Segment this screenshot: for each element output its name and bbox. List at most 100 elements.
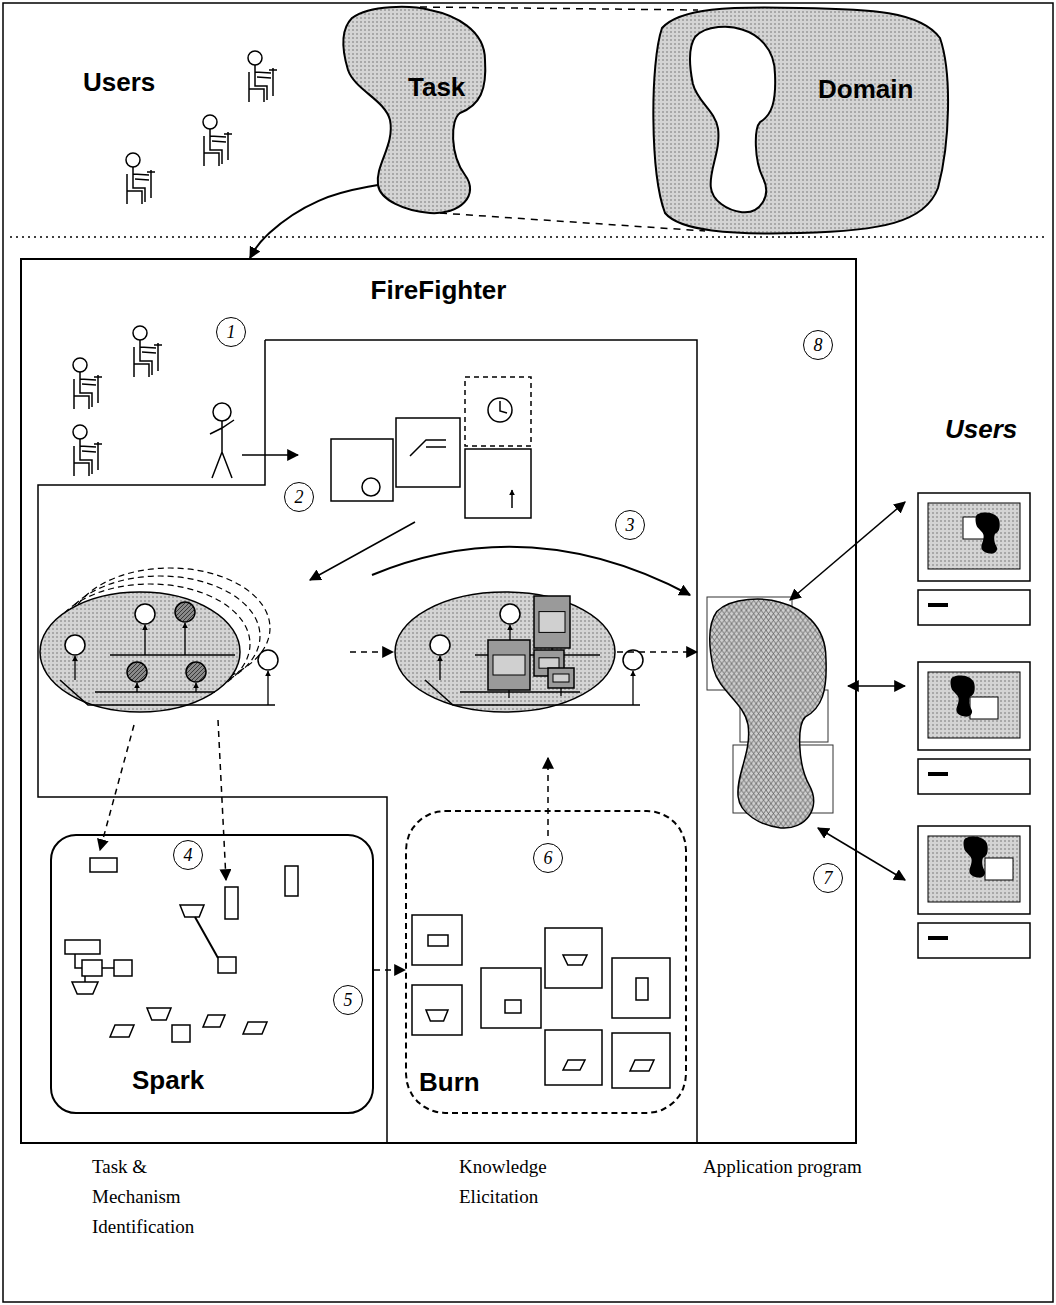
component-shape (172, 1025, 190, 1042)
component-shape (82, 960, 102, 976)
model-ellipse (40, 592, 240, 712)
knowledge-square (545, 928, 602, 988)
callout-number: 3 (615, 510, 645, 540)
flow-arrow (100, 725, 134, 850)
blob-shape (653, 7, 948, 233)
network-stem (144, 625, 145, 655)
keyboard (918, 923, 1030, 958)
knowledge-square (612, 958, 670, 1018)
callout-number: 5 (333, 985, 363, 1015)
flow-arrow (617, 651, 697, 653)
network-stem (439, 656, 440, 680)
monitor-frame (918, 662, 1030, 750)
component-shape (243, 1022, 267, 1034)
square-symbol (410, 440, 446, 456)
component-shape (563, 955, 587, 965)
component-shape (636, 978, 648, 1000)
flow-arrow (372, 547, 690, 595)
knowledge-square (412, 985, 462, 1035)
phase-caption: Knowledge Elicitation (459, 1152, 577, 1212)
group-label: Users (83, 68, 155, 98)
knowledge-box-inner (493, 655, 525, 675)
network-stem (267, 671, 268, 705)
monitor-screen (928, 836, 1020, 902)
task-square (465, 449, 531, 518)
knowledge-square (612, 1033, 670, 1088)
square-symbol (362, 478, 380, 496)
component-shape (225, 887, 238, 919)
figure-head (73, 358, 87, 372)
clock-symbol (488, 398, 512, 422)
seated-user-figure (203, 115, 232, 166)
keyboard (918, 759, 1030, 794)
figure-head (133, 326, 147, 340)
network-node (65, 635, 85, 655)
component-shape (72, 982, 98, 994)
flow-arrow (350, 651, 393, 653)
network-graph (425, 596, 643, 705)
node-label: Domain (818, 75, 913, 105)
task-square (396, 418, 460, 487)
component-shape (203, 1015, 225, 1027)
screen-window (970, 697, 998, 719)
network-stem (136, 683, 137, 692)
network-links (425, 655, 640, 705)
seated-user-figure (133, 326, 162, 377)
seated-user-figure (126, 153, 155, 204)
component-shape (285, 866, 298, 896)
divider-line (10, 236, 1048, 237)
figure-head (213, 403, 231, 421)
component-shape (428, 935, 448, 946)
node-label: FireFighter (371, 276, 507, 306)
blob-shape (343, 7, 485, 213)
component-shape (110, 1025, 134, 1037)
network-node (175, 602, 195, 622)
figure-body (210, 420, 234, 478)
network-stem (184, 623, 185, 655)
figure-body (249, 65, 277, 102)
connector-line (374, 969, 405, 971)
connector-line (420, 7, 698, 10)
group-label: Users (945, 415, 1017, 445)
knowledge-square (481, 968, 541, 1028)
figure-head (73, 425, 87, 439)
network-node (430, 635, 450, 655)
task-square (465, 377, 531, 446)
knowledge-box-inner (539, 612, 565, 633)
callout-number: 7 (813, 863, 843, 893)
knowledge-box-inner (553, 674, 569, 682)
component-shape (147, 1008, 171, 1020)
keyboard-key (928, 772, 948, 776)
monitor-screen (928, 672, 1020, 738)
blob-hole (690, 27, 775, 213)
network-node (623, 650, 643, 670)
node-label: Task (408, 73, 465, 103)
module-box: Spark (50, 834, 374, 1114)
network-stem (560, 688, 561, 696)
interaction-arrow (790, 502, 905, 600)
callout-number: 1 (216, 317, 246, 347)
figure-head (126, 153, 140, 167)
figure-body (204, 129, 232, 166)
partition-line (38, 340, 697, 1143)
knowledge-box (488, 640, 530, 690)
phase-caption: Task & Mechanism Identification (92, 1152, 222, 1242)
knowledge-box (548, 668, 574, 688)
monitor-screen (928, 503, 1020, 569)
component-shape (65, 940, 100, 954)
callout-number: 6 (533, 843, 563, 873)
network-stem (195, 683, 196, 692)
component-shape (563, 1060, 585, 1070)
network-node (500, 604, 520, 624)
node-label: Spark (132, 1066, 204, 1096)
knowledge-box (534, 596, 570, 648)
user-terminal (918, 662, 1030, 794)
figure-body (134, 340, 162, 377)
callout-number: 2 (284, 482, 314, 512)
component-shape (180, 905, 204, 917)
connector-line (250, 185, 378, 258)
seated-user-figure (73, 358, 102, 409)
domain-blob: Domain (650, 3, 955, 238)
phase-caption: Application program (703, 1152, 862, 1182)
